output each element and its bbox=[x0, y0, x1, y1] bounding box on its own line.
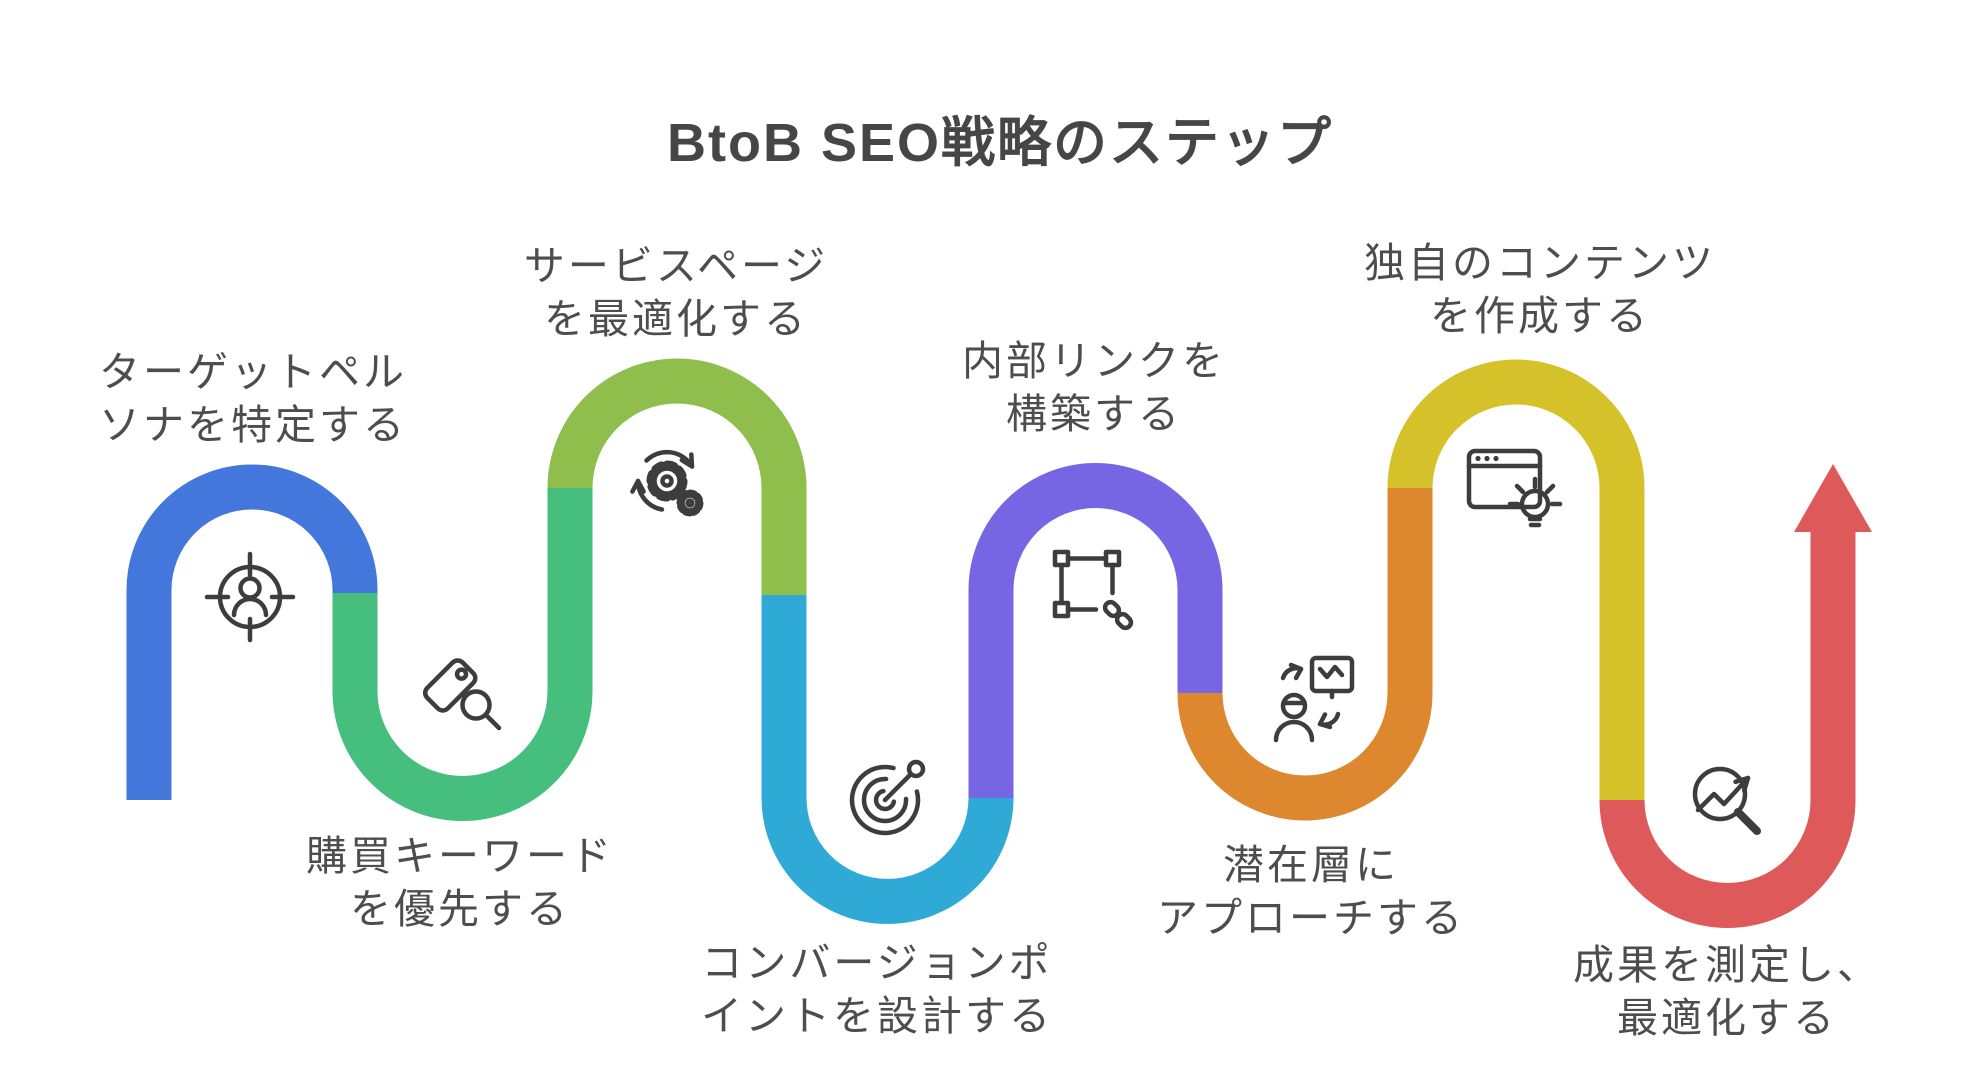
step-label-3: サービスページ を最適化する bbox=[524, 240, 828, 347]
person-target-icon bbox=[204, 551, 296, 643]
step-label-1: ターゲットペル ソナを特定する bbox=[99, 346, 407, 453]
step-label-6-line2: アプローチする bbox=[1157, 895, 1465, 942]
frame-link-icon bbox=[1052, 549, 1134, 631]
step-label-1-line2: ソナを特定する bbox=[99, 402, 407, 449]
step-label-5-line2: 構築する bbox=[1006, 391, 1182, 438]
person-sync-icon bbox=[1273, 655, 1355, 743]
step-label-4-line1: コンバージョンポ bbox=[701, 940, 1053, 986]
path-step-1 bbox=[126, 464, 378, 800]
step-label-7-line2: を作成する bbox=[1430, 293, 1650, 340]
path-step-8 bbox=[1599, 530, 1856, 928]
path-step-4 bbox=[761, 595, 1014, 924]
step-label-2-line1: 購買キーワード bbox=[306, 833, 614, 879]
step-label-7-line1: 独自のコンテンツ bbox=[1364, 240, 1716, 286]
step-label-6-line1: 潜在層に bbox=[1223, 842, 1399, 888]
search-trend-icon bbox=[1692, 766, 1761, 835]
step-label-3-line1: サービスページ bbox=[523, 243, 829, 289]
path-step-5 bbox=[968, 463, 1223, 798]
step-label-7: 独自のコンテンツ を作成する bbox=[1364, 237, 1716, 344]
step-label-4: コンバージョンポ イントを設計する bbox=[701, 937, 1053, 1044]
path-step-7 bbox=[1387, 359, 1645, 800]
page-title: BtoB SEO戦略のステップ bbox=[666, 113, 1334, 173]
path-step-2 bbox=[332, 488, 593, 821]
browser-idea-icon bbox=[1466, 448, 1563, 528]
step-label-6: 潜在層に アプローチする bbox=[1157, 839, 1465, 946]
step-label-5-line1: 内部リンクを bbox=[962, 338, 1226, 384]
path-step-3 bbox=[547, 358, 807, 595]
path-step-6 bbox=[1177, 488, 1433, 821]
gears-sync-icon bbox=[630, 449, 704, 517]
step-label-8: 成果を測定し、 最適化する bbox=[1573, 939, 1881, 1046]
step-label-4-line2: イントを設計する bbox=[701, 993, 1053, 1040]
tag-search-icon bbox=[422, 658, 502, 731]
step-label-5: 内部リンクを 構築する bbox=[962, 335, 1226, 442]
step-label-3-line2: を最適化する bbox=[544, 296, 808, 343]
target-dart-icon bbox=[849, 759, 926, 836]
step-label-8-line2: 最適化する bbox=[1617, 995, 1837, 1042]
step-label-1-line1: ターゲットペル bbox=[99, 349, 407, 395]
step-label-2: 購買キーワード を優先する bbox=[306, 830, 614, 937]
step-label-8-line1: 成果を測定し、 bbox=[1573, 942, 1881, 988]
step-label-2-line2: を優先する bbox=[350, 886, 570, 933]
up-arrow-head bbox=[1794, 464, 1872, 532]
